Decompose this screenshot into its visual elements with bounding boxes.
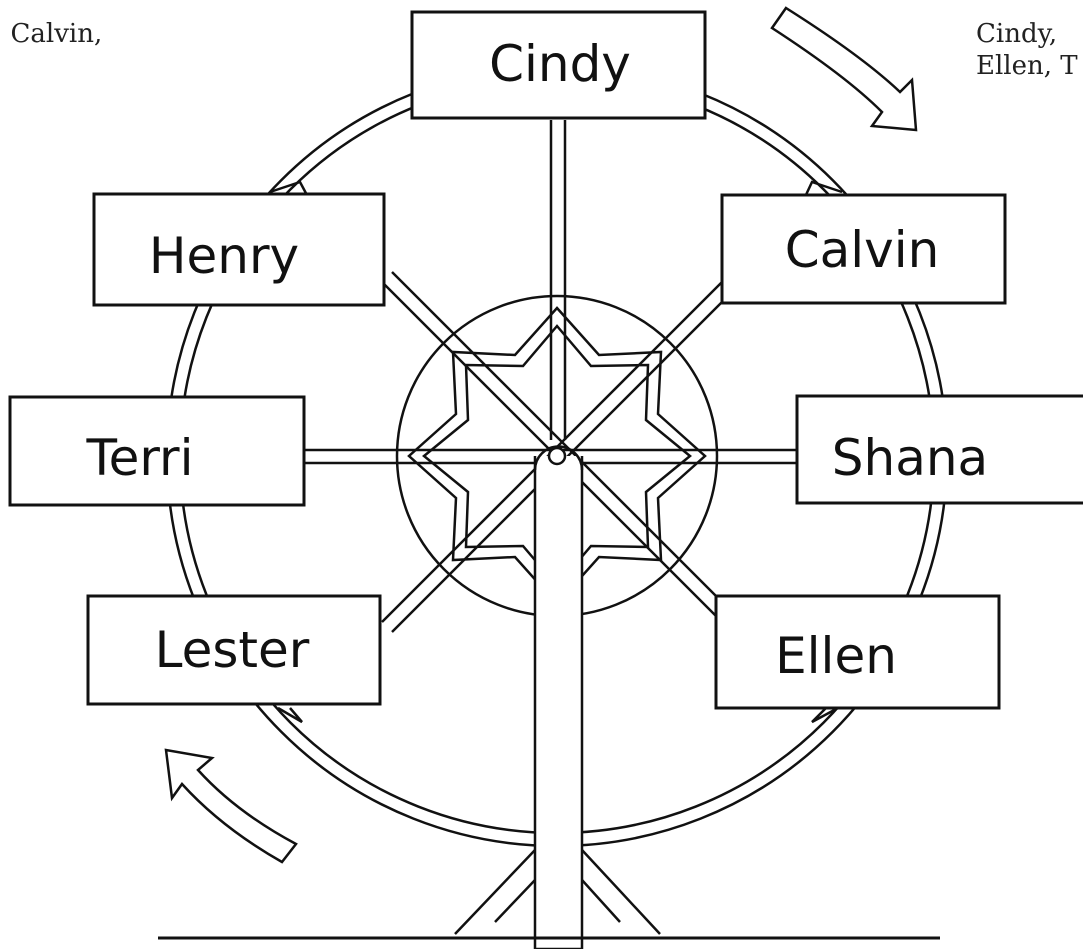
- cabin-label: Ellen: [775, 627, 897, 685]
- cabin-lester: Lester: [88, 596, 380, 704]
- cabin-label: Cindy: [489, 35, 631, 93]
- curved-arrow-icon: [166, 750, 296, 862]
- cabin-ellen: Ellen: [716, 596, 999, 708]
- hub-icon: [549, 448, 565, 464]
- cabin-calvin: Calvin: [722, 195, 1005, 303]
- curved-arrow-icon: [772, 8, 916, 130]
- cabin-label: Lester: [155, 621, 310, 679]
- support-tower: [535, 447, 582, 949]
- cabin-label: Terri: [86, 429, 194, 487]
- cabin-shana: Shana: [797, 396, 1083, 503]
- cabin-label: Calvin: [785, 221, 940, 279]
- cabin-henry: Henry: [94, 194, 384, 305]
- cabin-label: Shana: [832, 429, 988, 487]
- cabin-cindy: Cindy: [412, 12, 705, 118]
- cabin-label: Henry: [149, 227, 299, 285]
- cabin-terri: Terri: [10, 397, 304, 505]
